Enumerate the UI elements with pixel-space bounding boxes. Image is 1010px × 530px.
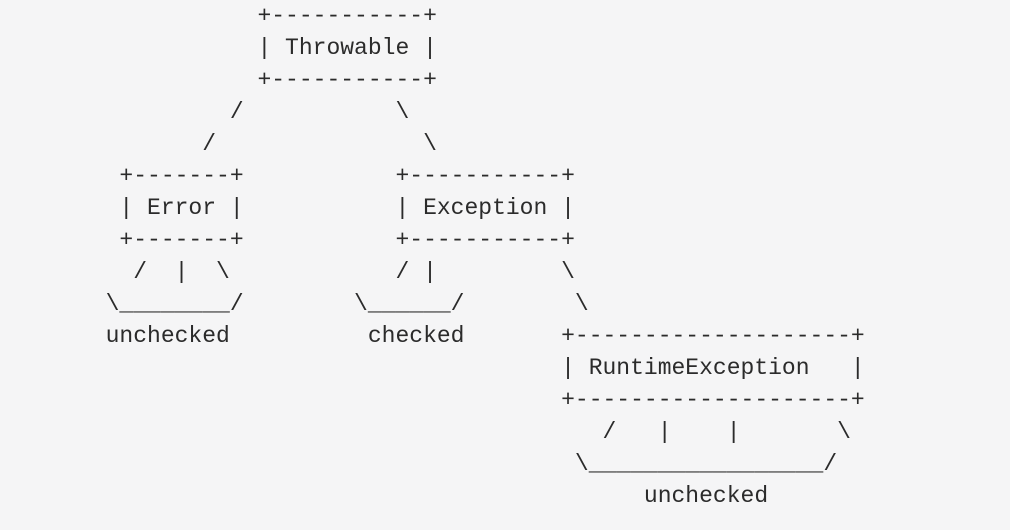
exception-hierarchy-ascii-diagram: +-----------+ | Throwable | +-----------… — [9, 0, 865, 512]
ascii-line-error-exception-box-top: +-------+ +-----------+ — [9, 163, 575, 189]
ascii-line-unchecked-checked-labels-and-runtime-box-top: unchecked checked +--------------------+ — [9, 323, 865, 349]
ascii-line-throwable-box-top: +-----------+ — [9, 3, 437, 29]
ascii-line-error-exception-labels: | Error | | Exception | — [9, 195, 575, 221]
ascii-line-throwable-box-bottom: +-----------+ — [9, 67, 437, 93]
ascii-line-branch-1: / \ — [9, 99, 410, 125]
ascii-line-subclass-branches: / | \ / | \ — [9, 259, 575, 285]
ascii-line-error-exception-box-bottom: +-------+ +-----------+ — [9, 227, 575, 253]
ascii-line-throwable-label: | Throwable | — [9, 35, 437, 61]
ascii-line-branch-2: / \ — [9, 131, 437, 157]
ascii-line-runtimeexception-box-bottom: +--------------------+ — [9, 387, 865, 413]
ascii-line-runtime-unchecked-label: unchecked — [9, 483, 769, 509]
ascii-line-runtime-group-brace: \_________________/ — [9, 451, 838, 477]
ascii-line-runtime-subclass-branches: / | | \ — [9, 419, 851, 445]
ascii-line-runtimeexception-label: | RuntimeException | — [9, 355, 865, 381]
ascii-line-group-braces: \________/ \______/ \ — [9, 291, 589, 317]
